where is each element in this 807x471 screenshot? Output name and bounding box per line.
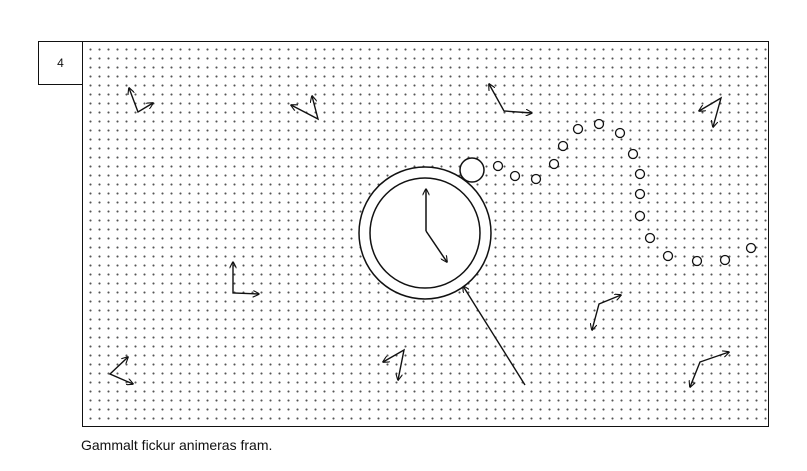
motion-arrow-icon <box>291 96 320 121</box>
motion-arrow-icon <box>489 84 532 113</box>
motion-arrow-icon <box>690 352 729 387</box>
motion-arrow-icon <box>129 88 153 114</box>
trail-circle <box>745 242 757 254</box>
trail-circle <box>557 140 569 152</box>
trail-circle <box>572 123 584 135</box>
trail-circle <box>662 250 674 262</box>
trail-circle <box>719 254 731 266</box>
pocket-watch-icon <box>358 166 492 300</box>
winding-crown-icon <box>459 157 485 183</box>
motion-arrow-icon <box>592 295 621 330</box>
panel-number-box: 4 <box>38 41 82 85</box>
trail-circle <box>593 118 605 130</box>
motion-arrow-icon <box>108 357 133 384</box>
pointer-arrow <box>463 286 526 386</box>
trail-circle <box>634 188 646 200</box>
trail-circle <box>492 160 504 172</box>
motion-arrow-icon <box>233 262 259 294</box>
trail-circle <box>634 210 646 222</box>
trail-circle <box>548 158 560 170</box>
panel-number: 4 <box>57 56 64 70</box>
trail-circle <box>691 255 703 267</box>
motion-trail <box>492 118 757 267</box>
trail-circle <box>634 168 646 180</box>
motion-arrow-icon <box>699 96 723 127</box>
clock-hand-icon <box>426 189 447 262</box>
motion-arrow-icon <box>383 348 405 380</box>
caption: Gammalt fickur animeras fram. <box>81 437 273 453</box>
trail-circle <box>614 127 626 139</box>
trail-circle <box>530 173 542 185</box>
trail-circle <box>509 170 521 182</box>
trail-circle <box>644 232 656 244</box>
trail-circle <box>627 148 639 160</box>
